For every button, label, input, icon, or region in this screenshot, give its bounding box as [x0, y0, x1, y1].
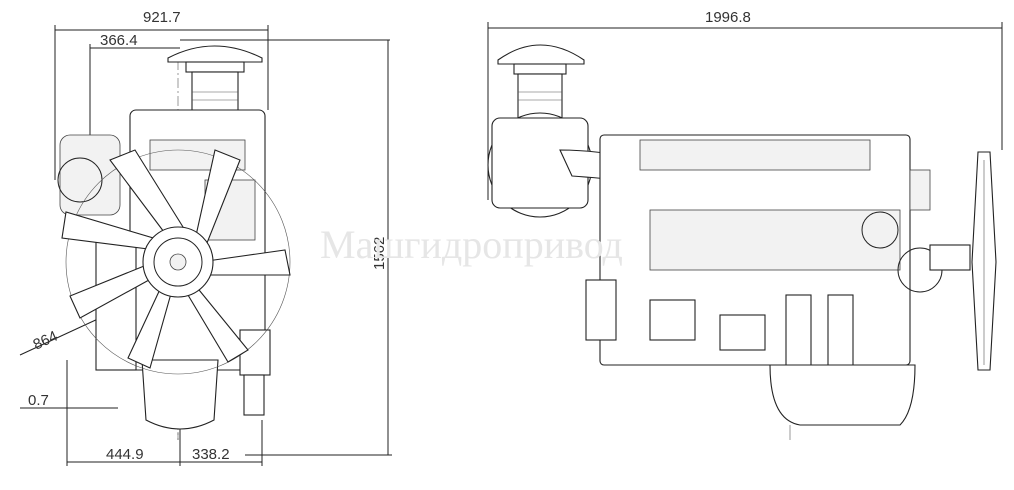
- front-view: 921.7 366.4 1562 864 0.7 444.9 338.2: [19, 9, 392, 466]
- watermark: Машгидропривод: [320, 222, 623, 267]
- fan-diameter-dimension: 864: [31, 328, 61, 354]
- side-length-dimension: 1996.8: [705, 9, 751, 26]
- side-fan: [929, 151, 997, 371]
- side-air-filter: [487, 44, 593, 218]
- front-right-dimension: 338.2: [192, 446, 230, 463]
- front-left-dimension: 444.9: [106, 446, 144, 463]
- front-fan: [61, 149, 291, 375]
- front-small-dimension: 0.7: [28, 392, 49, 409]
- side-engine-block: [585, 134, 943, 440]
- side-view: 1996.8: [487, 9, 1003, 440]
- front-height-dimension: 1562: [371, 237, 388, 270]
- front-air-filter: [167, 45, 263, 115]
- front-offset-dimension: 366.4: [100, 32, 138, 49]
- front-width-dimension: 921.7: [143, 9, 181, 26]
- front-dimension-lines: [19, 25, 392, 466]
